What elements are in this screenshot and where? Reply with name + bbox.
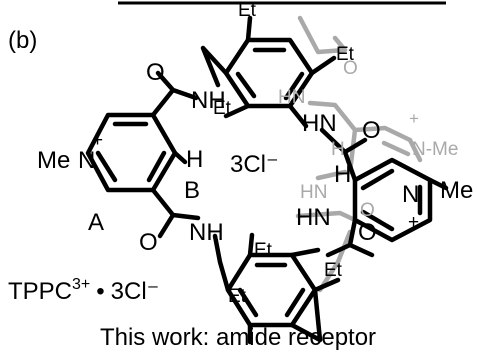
- back-n-me: N-Me: [412, 139, 458, 160]
- label-b: B: [184, 177, 200, 204]
- formula-dot: •: [96, 278, 104, 305]
- label-a: A: [88, 209, 104, 236]
- caption: This work: amide receptor: [100, 324, 376, 351]
- amide-nh-1: NH: [191, 87, 226, 114]
- pyridinium-n-right: N: [402, 181, 419, 208]
- pyridinium-h-right: H: [334, 161, 351, 188]
- bottom-arene-substituents: [212, 232, 341, 345]
- center-anion: 3Cl⁻: [230, 151, 279, 178]
- bottom-arene-inner: [237, 262, 306, 318]
- amide-hn-2: HN: [296, 204, 331, 231]
- back-h: H: [331, 139, 345, 160]
- oxygen-2: O: [362, 117, 381, 144]
- molecule-skeleton: [85, 15, 449, 345]
- et-label-5: Et: [324, 260, 343, 281]
- oxygen-4: O: [358, 219, 377, 246]
- et-label-4: Et: [254, 240, 273, 261]
- methyl-right: Me: [440, 177, 473, 204]
- top-arene-substituents: [200, 15, 337, 129]
- pyridinium-plus-left: +: [92, 130, 103, 151]
- pyridinium-n-left: N: [78, 147, 95, 174]
- formula-compound: TPPC: [8, 278, 72, 305]
- amide-hn-1: HN: [302, 110, 337, 137]
- back-o-1: O: [343, 58, 358, 79]
- back-o-2: O: [360, 200, 375, 221]
- amide-nh-2: NH: [189, 219, 224, 246]
- right-pyridinium-inner: [360, 168, 423, 232]
- back-hn-1: HN: [278, 87, 305, 108]
- left-pyridinium-substituents: [150, 70, 201, 239]
- et-label-3: Et: [213, 98, 232, 119]
- et-label-2: Et: [336, 44, 355, 65]
- left-pyridinium-inner: [95, 121, 167, 183]
- et-label-6: Et: [228, 286, 247, 307]
- methyl-left: Me: [37, 147, 70, 174]
- pyridinium-plus-right: +: [408, 212, 419, 233]
- oxygen-1: O: [146, 59, 165, 86]
- formula-counterion: 3Cl⁻: [111, 278, 160, 305]
- top-arene-inner: [235, 47, 305, 101]
- panel-label: (b): [8, 27, 37, 54]
- right-pyridinium-substituents: [319, 127, 449, 258]
- pyridinium-h-left: H: [186, 146, 203, 173]
- oxygen-3: O: [139, 229, 158, 256]
- back-hn-2: HN: [300, 182, 327, 203]
- formula-charge: 3+: [72, 276, 90, 293]
- formula-label: TPPC3+ • 3Cl⁻: [8, 276, 159, 305]
- et-label-1: Et: [238, 0, 257, 21]
- back-plus: +: [409, 109, 419, 128]
